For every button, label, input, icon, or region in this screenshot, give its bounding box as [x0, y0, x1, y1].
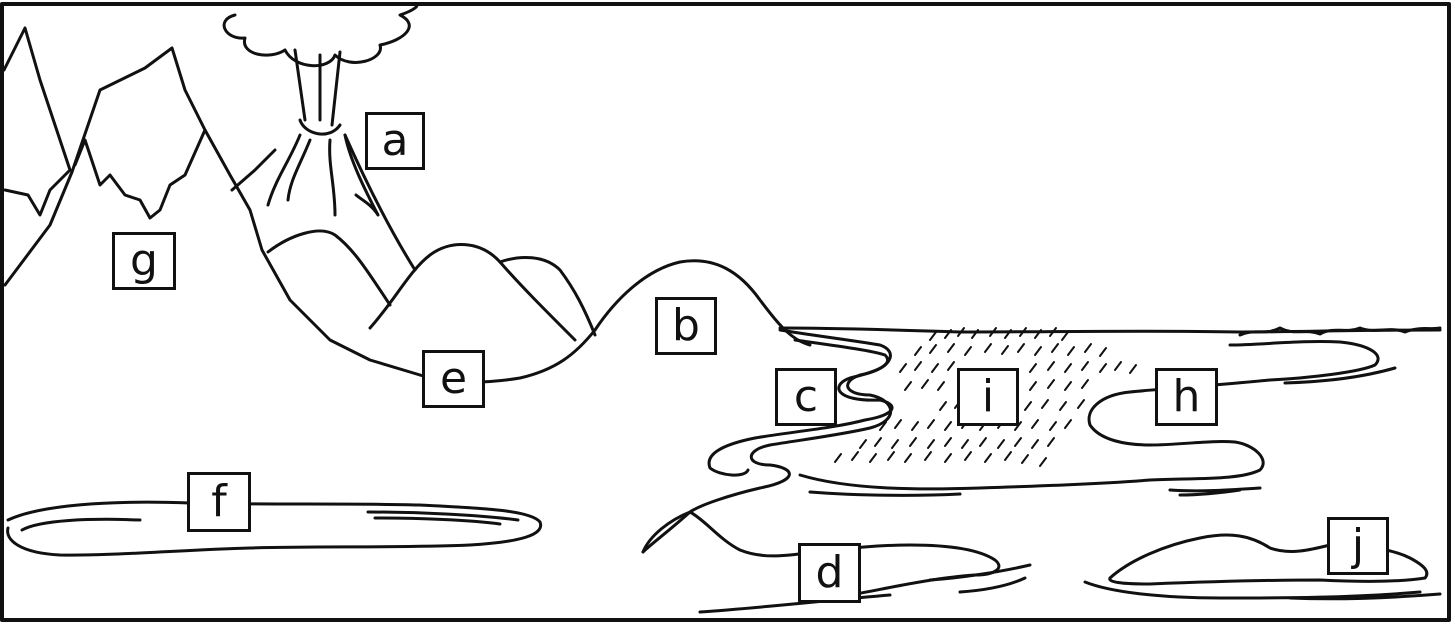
label-box-j: j	[1327, 517, 1389, 575]
island-d-shore-lines	[698, 563, 1032, 614]
coast-wavy	[1238, 326, 1442, 337]
hill-rounded-back	[498, 256, 597, 337]
label-box-d: d	[798, 543, 861, 603]
volcano-lava-flows	[266, 133, 380, 217]
mountain-ridge-right	[230, 148, 277, 192]
delta-shore-lines	[808, 366, 1397, 497]
delta-outline	[798, 340, 1380, 491]
volcano-crater	[298, 118, 342, 136]
hill-rounded	[368, 243, 577, 342]
label-box-a: a	[365, 112, 425, 170]
label-box-f: f	[187, 472, 251, 532]
lake-f-inner-lines	[20, 510, 520, 532]
volcano-slope-right	[343, 133, 417, 272]
lake-f-outline	[6, 500, 543, 557]
label-box-c: c	[775, 368, 837, 426]
plateau-outline	[593, 259, 812, 347]
front-mountain-outline	[3, 46, 422, 377]
river-bank-upper	[641, 328, 893, 554]
label-box-e: e	[422, 350, 485, 408]
volcano-vent-column	[293, 48, 342, 127]
volcano-plume	[222, 2, 419, 68]
label-box-i: i	[957, 368, 1019, 426]
river-bank-lower	[707, 338, 894, 477]
island-j-outline	[1108, 533, 1429, 586]
label-box-g: g	[112, 232, 176, 290]
mountain-snowline	[73, 128, 207, 220]
hill-foothill	[266, 229, 392, 307]
label-box-b: b	[655, 297, 717, 355]
island-j-shore-lines	[1083, 580, 1442, 601]
back-mountain-range	[2, 26, 72, 217]
label-box-h: h	[1155, 368, 1218, 426]
